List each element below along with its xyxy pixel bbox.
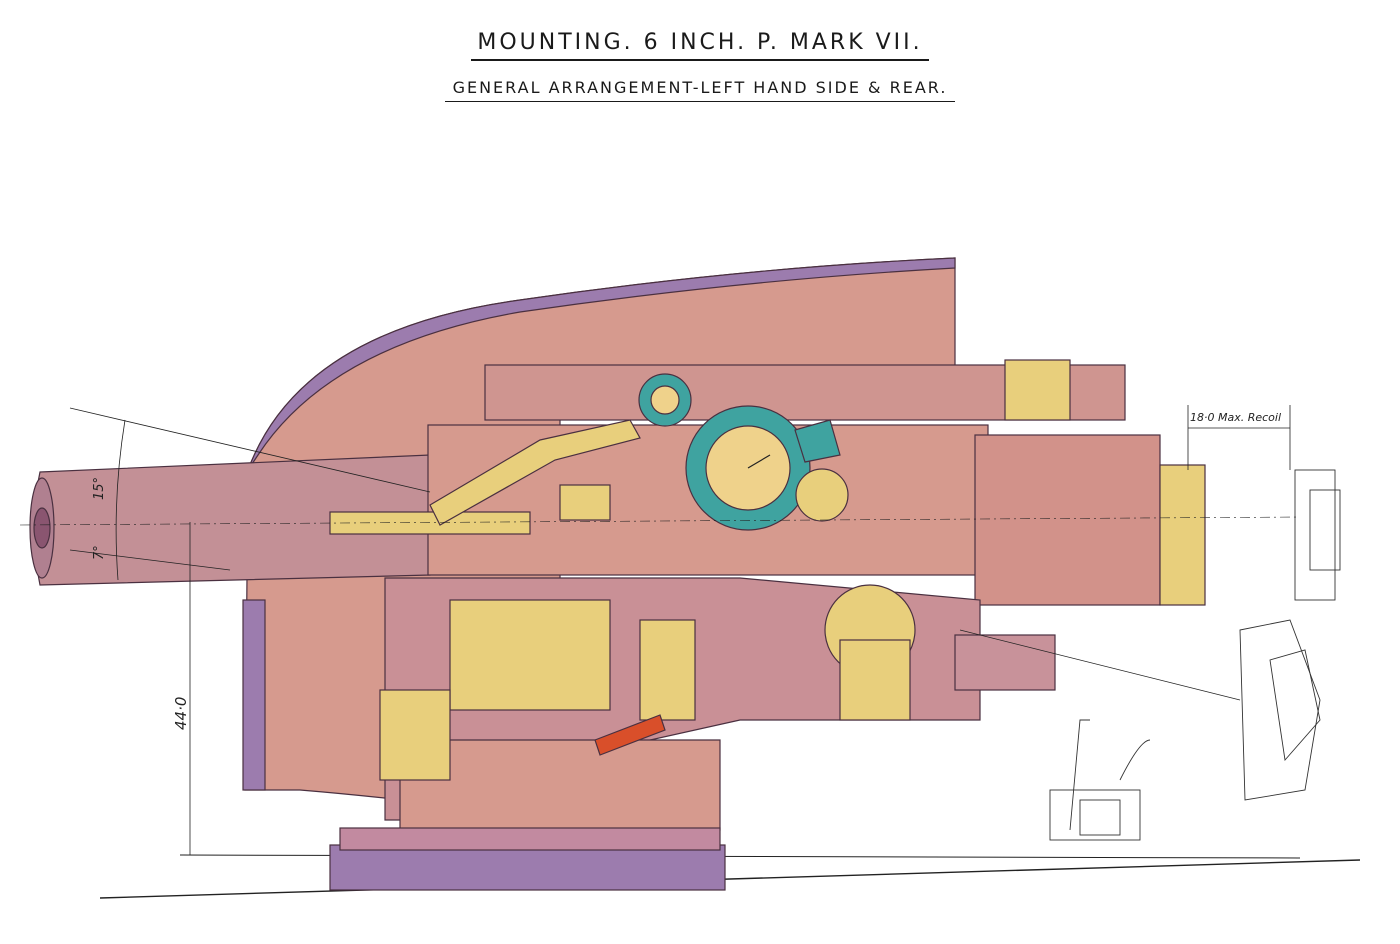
shield-lower-panel <box>242 599 266 791</box>
depression-line <box>69 549 231 571</box>
elevating-gear-yellow <box>449 599 611 711</box>
ground-line <box>99 859 1361 899</box>
height-label: 44·0 <box>172 697 190 730</box>
max-recoil-label: 18·0 Max. Recoil <box>1190 411 1281 424</box>
elevation-line <box>69 407 431 493</box>
recoil-trajectory-line <box>959 629 1241 701</box>
breech-mechanism <box>1159 464 1206 606</box>
firing-lever <box>594 714 666 756</box>
bore-axis <box>19 516 1301 526</box>
depression-label: 7° <box>92 545 107 560</box>
sight-handwheel <box>795 468 849 522</box>
lower-gear-yellow <box>379 689 451 781</box>
training-gear-box <box>839 639 911 721</box>
base-plate <box>329 844 726 891</box>
recoil-cylinder <box>1004 359 1071 421</box>
range-dial-needle <box>747 454 771 469</box>
recoil-position-outline <box>1049 469 1341 841</box>
sight-arm <box>429 419 641 526</box>
elevation-label: 15° <box>92 477 107 500</box>
side-bracket <box>954 634 1056 691</box>
muzzle-bore <box>33 507 51 549</box>
drawing-title: MOUNTING. 6 INCH. P. MARK VII. <box>0 30 1400 61</box>
sight-telescope <box>329 511 531 535</box>
teal-bracket <box>794 419 841 463</box>
elevation-arc <box>115 419 126 581</box>
breech-block <box>559 484 611 521</box>
shield-top-edge <box>247 257 956 471</box>
deflection-dial-face <box>650 385 680 415</box>
training-arm-yellow <box>639 619 696 721</box>
drawing-subtitle: GENERAL ARRANGEMENT-LEFT HAND SIDE & REA… <box>0 78 1400 102</box>
base-ring <box>339 827 721 851</box>
breech-housing <box>974 434 1161 606</box>
